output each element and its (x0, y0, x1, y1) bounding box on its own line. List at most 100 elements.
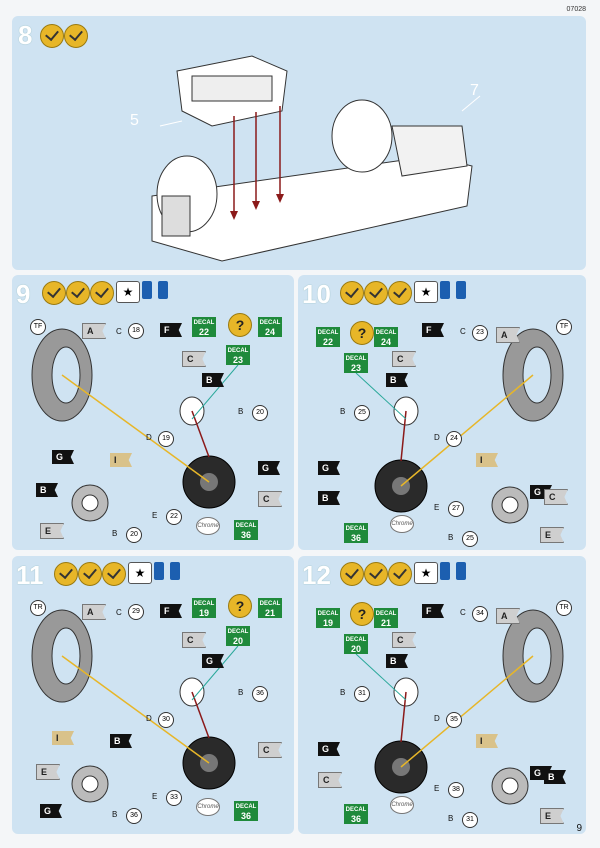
part-letter: E (434, 784, 440, 793)
page-number: 9 (576, 823, 582, 834)
decal-word: DECAL (345, 807, 367, 813)
decal-word: DECAL (235, 804, 257, 810)
axle-line (191, 691, 210, 739)
part-letter: C (116, 608, 122, 617)
decal-number: 19 (198, 608, 209, 618)
color-tag-i: I (476, 734, 498, 748)
glue-icon (54, 562, 78, 586)
tire-ring-inner (81, 775, 99, 793)
wheel-assembly-illustration (31, 328, 239, 522)
part-number-callout: 31 (462, 812, 478, 828)
color-tag-c: C (392, 632, 416, 648)
assembly-line (61, 655, 210, 764)
color-tag-g: G (258, 461, 280, 475)
document-code: 07028 (566, 6, 586, 13)
paint-icon (78, 562, 102, 586)
color-tag-c: C (258, 742, 282, 758)
part-letter: D (434, 433, 440, 442)
part-number-callout: 18 (128, 323, 144, 339)
glue-icon (42, 281, 66, 305)
part-number-callout: 25 (354, 405, 370, 421)
part-letter: E (152, 511, 158, 520)
paint-can-icon (154, 562, 164, 580)
color-tag-g: G (52, 450, 74, 464)
decal-number: 21 (380, 618, 391, 628)
glue-icon (340, 281, 364, 305)
sticker-icon: ★ (116, 281, 140, 303)
part-number-callout: 27 (448, 501, 464, 517)
axle-line (400, 691, 407, 743)
decal-number: 23 (232, 355, 243, 365)
part-number-callout: 20 (252, 405, 268, 421)
part-number-callout: 22 (166, 509, 182, 525)
decal-number: 36 (240, 811, 251, 821)
part-letter: C (116, 327, 122, 336)
part-number-callout: 25 (462, 531, 478, 547)
decal-word: DECAL (259, 601, 281, 607)
paint-icon (364, 281, 388, 305)
assembly-line (400, 374, 534, 487)
question-icon: ? (350, 321, 374, 345)
brush-icon (90, 281, 114, 305)
part-letter: B (238, 688, 244, 697)
color-tag-c: C (392, 351, 416, 367)
color-tag-i: I (110, 453, 132, 467)
decal-number: 24 (264, 327, 275, 337)
decal-number: 20 (232, 636, 243, 646)
chrome-badge: Chrome (390, 796, 414, 814)
paint-icon (364, 562, 388, 586)
color-tag-g: G (202, 654, 224, 668)
color-tag-c: C (182, 632, 206, 648)
part-number-callout: 29 (128, 604, 144, 620)
color-tag-f: F (422, 323, 444, 337)
color-tag-c: C (318, 772, 342, 788)
decal-number: 36 (350, 533, 361, 543)
decal-word: DECAL (227, 629, 249, 635)
chrome-badge: Chrome (196, 798, 220, 816)
step-number: 12 (302, 560, 331, 590)
paint-icon (66, 281, 90, 305)
wheel-assembly-illustration (31, 609, 239, 803)
part-letter: C (460, 327, 466, 336)
paint-can-icon (440, 562, 450, 580)
color-tag-f: F (160, 604, 182, 618)
decal-word: DECAL (193, 601, 215, 607)
axle-line (191, 410, 210, 458)
color-tag-c: C (258, 491, 282, 507)
sticker-icon: ★ (414, 562, 438, 584)
color-tag-b: B (386, 373, 408, 387)
decal-word: DECAL (193, 320, 215, 326)
decal-word: DECAL (259, 320, 281, 326)
color-tag-b: B (318, 491, 340, 505)
color-tag-c: C (182, 351, 206, 367)
part-number-callout: 31 (354, 686, 370, 702)
part-number-callout: 35 (446, 712, 462, 728)
decal-word: DECAL (227, 348, 249, 354)
assembly-line (400, 655, 534, 768)
paint-can-icon (456, 562, 466, 580)
step-number: 8 (18, 20, 33, 50)
tire-label: TR (30, 600, 46, 616)
color-tag-f: F (422, 604, 444, 618)
part-letter: D (146, 714, 152, 723)
part-number-callout: 36 (126, 808, 142, 824)
decal-number: 24 (380, 337, 391, 347)
decal-word: DECAL (317, 611, 339, 617)
decal-word: DECAL (345, 526, 367, 532)
brush-icon (388, 562, 412, 586)
decal-word: DECAL (375, 611, 397, 617)
decal-word: DECAL (235, 523, 257, 529)
color-tag-b: B (386, 654, 408, 668)
color-tag-g: G (318, 461, 340, 475)
brush-icon (102, 562, 126, 586)
